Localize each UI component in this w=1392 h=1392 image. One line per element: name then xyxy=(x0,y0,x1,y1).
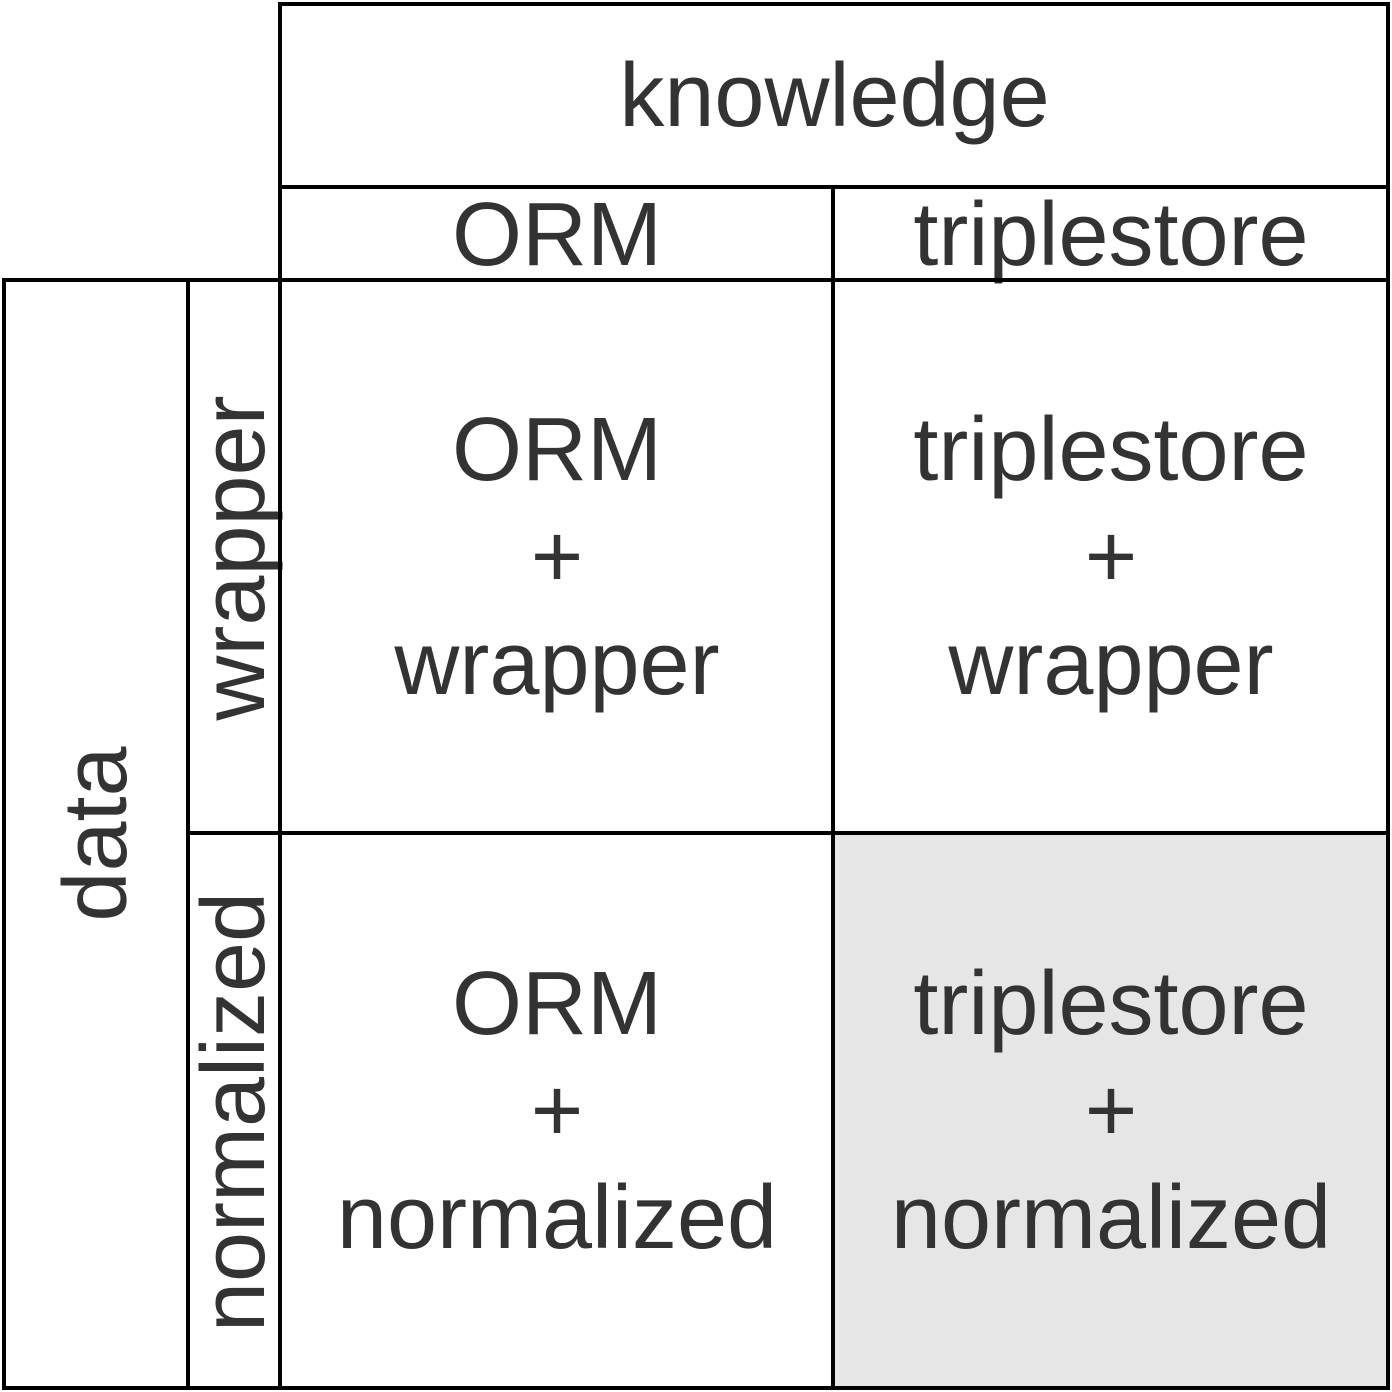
column-label-orm: ORM xyxy=(452,185,662,285)
cell-line: + xyxy=(1084,1060,1138,1161)
row-group-label: data xyxy=(46,746,146,922)
cell-triplestore-wrapper: triplestore + wrapper xyxy=(834,281,1388,833)
grid-line xyxy=(2,1386,1390,1390)
cell-line: wrapper xyxy=(394,613,720,714)
cell-line: + xyxy=(530,1060,584,1161)
cell-line: triplestore xyxy=(913,953,1309,1054)
highlight-cell-background xyxy=(834,834,1388,1388)
grid-line xyxy=(186,831,1390,835)
grid-line xyxy=(186,278,190,1390)
cell-line: ORM xyxy=(452,953,662,1054)
grid-line xyxy=(279,2,1390,6)
cell-line: + xyxy=(1084,506,1138,607)
grid-line xyxy=(2,278,1390,282)
cell-line: + xyxy=(530,506,584,607)
grid-line xyxy=(831,185,835,1390)
cell-triplestore-normalized: triplestore + normalized xyxy=(834,834,1388,1388)
grid-line xyxy=(1386,2,1390,1390)
grid-line xyxy=(2,278,6,1390)
grid-line xyxy=(278,2,282,1390)
cell-line: triplestore xyxy=(913,399,1309,500)
cell-line: normalized xyxy=(890,1167,1332,1268)
cell-line: wrapper xyxy=(948,613,1274,714)
column-group-label: knowledge xyxy=(619,46,1050,146)
cell-orm-normalized: ORM + normalized xyxy=(281,834,833,1388)
row-label-normalized: normalized xyxy=(184,891,284,1333)
cell-line: normalized xyxy=(336,1167,778,1268)
cell-line: ORM xyxy=(452,399,662,500)
cell-orm-wrapper: ORM + wrapper xyxy=(281,281,833,833)
row-label-wrapper: wrapper xyxy=(184,395,284,721)
column-label-triplestore: triplestore xyxy=(913,185,1309,285)
